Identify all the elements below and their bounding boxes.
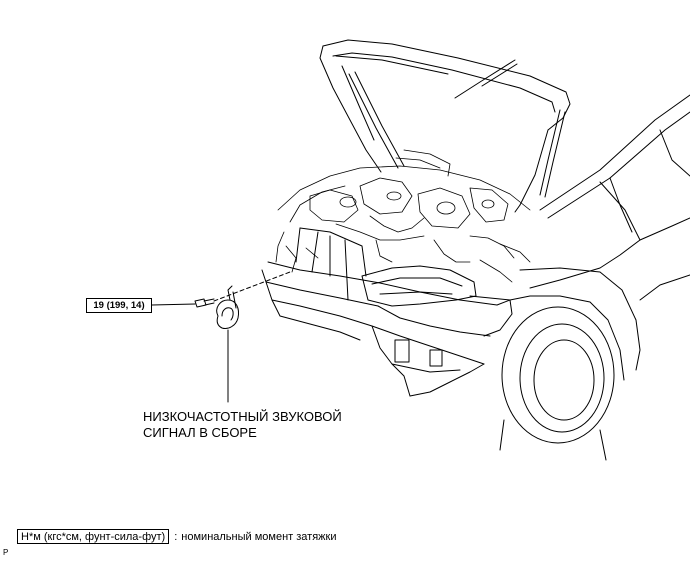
- legend-description: номинальный момент затяжки: [181, 530, 337, 543]
- torque-callout: 19 (199, 14): [86, 298, 152, 313]
- horn-assembly: [216, 285, 239, 329]
- part-label-line-2: СИГНАЛ В СБОРЕ: [143, 425, 257, 440]
- front-bumper: [261, 261, 513, 397]
- hood-struts: [348, 71, 566, 198]
- front-fender: [496, 267, 641, 381]
- torque-legend: Н*м (кгс*см, фунт-сила-фут) : номинальны…: [17, 529, 336, 544]
- torque-leader-line: [151, 303, 196, 306]
- figure-code: P: [3, 548, 9, 557]
- engine-compartment: [275, 149, 531, 283]
- front-wheel: [499, 306, 615, 461]
- body-side-panel: [529, 94, 690, 301]
- part-label-line-1: НИЗКОЧАСТОТНЫЙ ЗВУКОВОЙ: [143, 409, 342, 424]
- legend-separator: :: [174, 530, 178, 543]
- open-hood: [319, 39, 571, 213]
- part-label: НИЗКОЧАСТОТНЫЙ ЗВУКОВОЙ СИГНАЛ В СБОРЕ: [143, 409, 342, 441]
- grille-frame: [295, 227, 367, 301]
- horn-bolt: [194, 298, 215, 308]
- headlamp: [361, 265, 477, 307]
- legend-unit-box: Н*м (кгс*см, фунт-сила-фут): [17, 529, 170, 544]
- hood-prop-rod: [454, 59, 518, 99]
- mount-alignment-line: [213, 271, 291, 302]
